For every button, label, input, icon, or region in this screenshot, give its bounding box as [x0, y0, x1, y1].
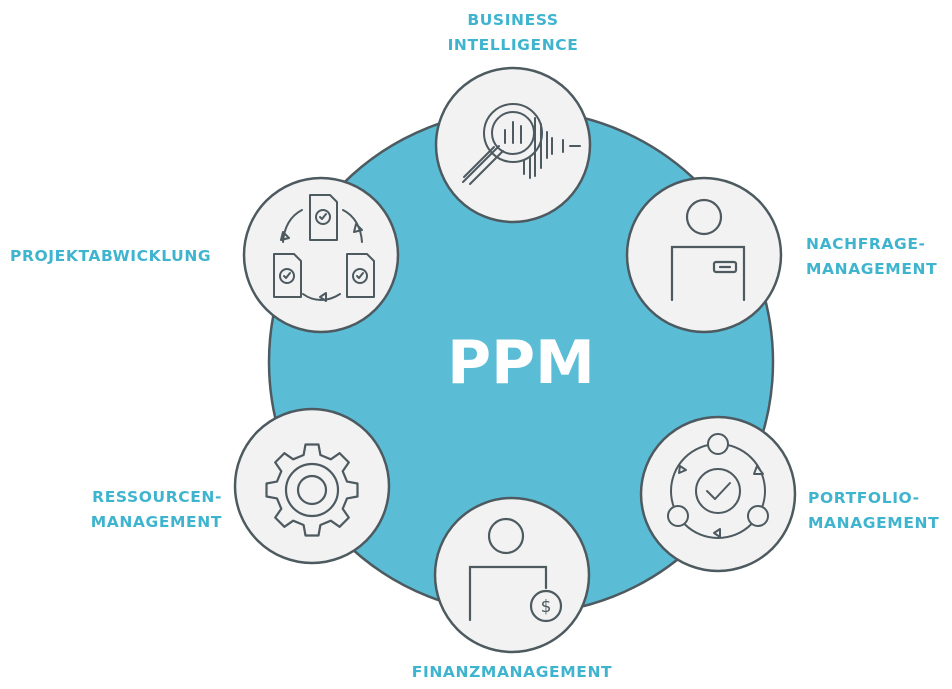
svg-text:$: $: [541, 597, 552, 617]
node-portfolio-management[interactable]: [639, 415, 797, 573]
label-finanzmanagement: FINANZMANAGEMENT: [411, 663, 613, 681]
label-portfolio-management: PORTFOLIO- MANAGEMENT: [808, 489, 940, 532]
label-projektabwicklung: PROJEKTABWICKLUNG: [10, 247, 212, 265]
node-finanzmanagement[interactable]: $: [433, 496, 591, 654]
label-ressourcen-management: RESSOURCEN- MANAGEMENT: [90, 488, 222, 531]
cycle-check-icon: [667, 433, 769, 539]
magnifier-chart-icon: [462, 103, 581, 185]
node-projektabwicklung[interactable]: [242, 176, 400, 334]
document-cycle-icon: [273, 194, 375, 302]
node-nachfrage-management[interactable]: [625, 176, 783, 334]
label-business-intelligence: BUSINESS INTELLIGENCE: [447, 11, 579, 54]
node-ressourcen-management[interactable]: [233, 407, 391, 565]
person-dollar-icon: $: [468, 517, 563, 623]
node-circle: [639, 415, 797, 573]
node-business-intelligence[interactable]: [434, 66, 592, 224]
ppm-center-label: PPM: [447, 328, 595, 398]
gear-icon: [265, 443, 359, 537]
node-circle: [434, 66, 592, 224]
node-circle: [233, 407, 391, 565]
person-card-icon: [670, 198, 746, 302]
label-nachfrage-management: NACHFRAGE- MANAGEMENT: [806, 235, 938, 278]
node-circle: [242, 176, 400, 334]
node-circle: [625, 176, 783, 334]
